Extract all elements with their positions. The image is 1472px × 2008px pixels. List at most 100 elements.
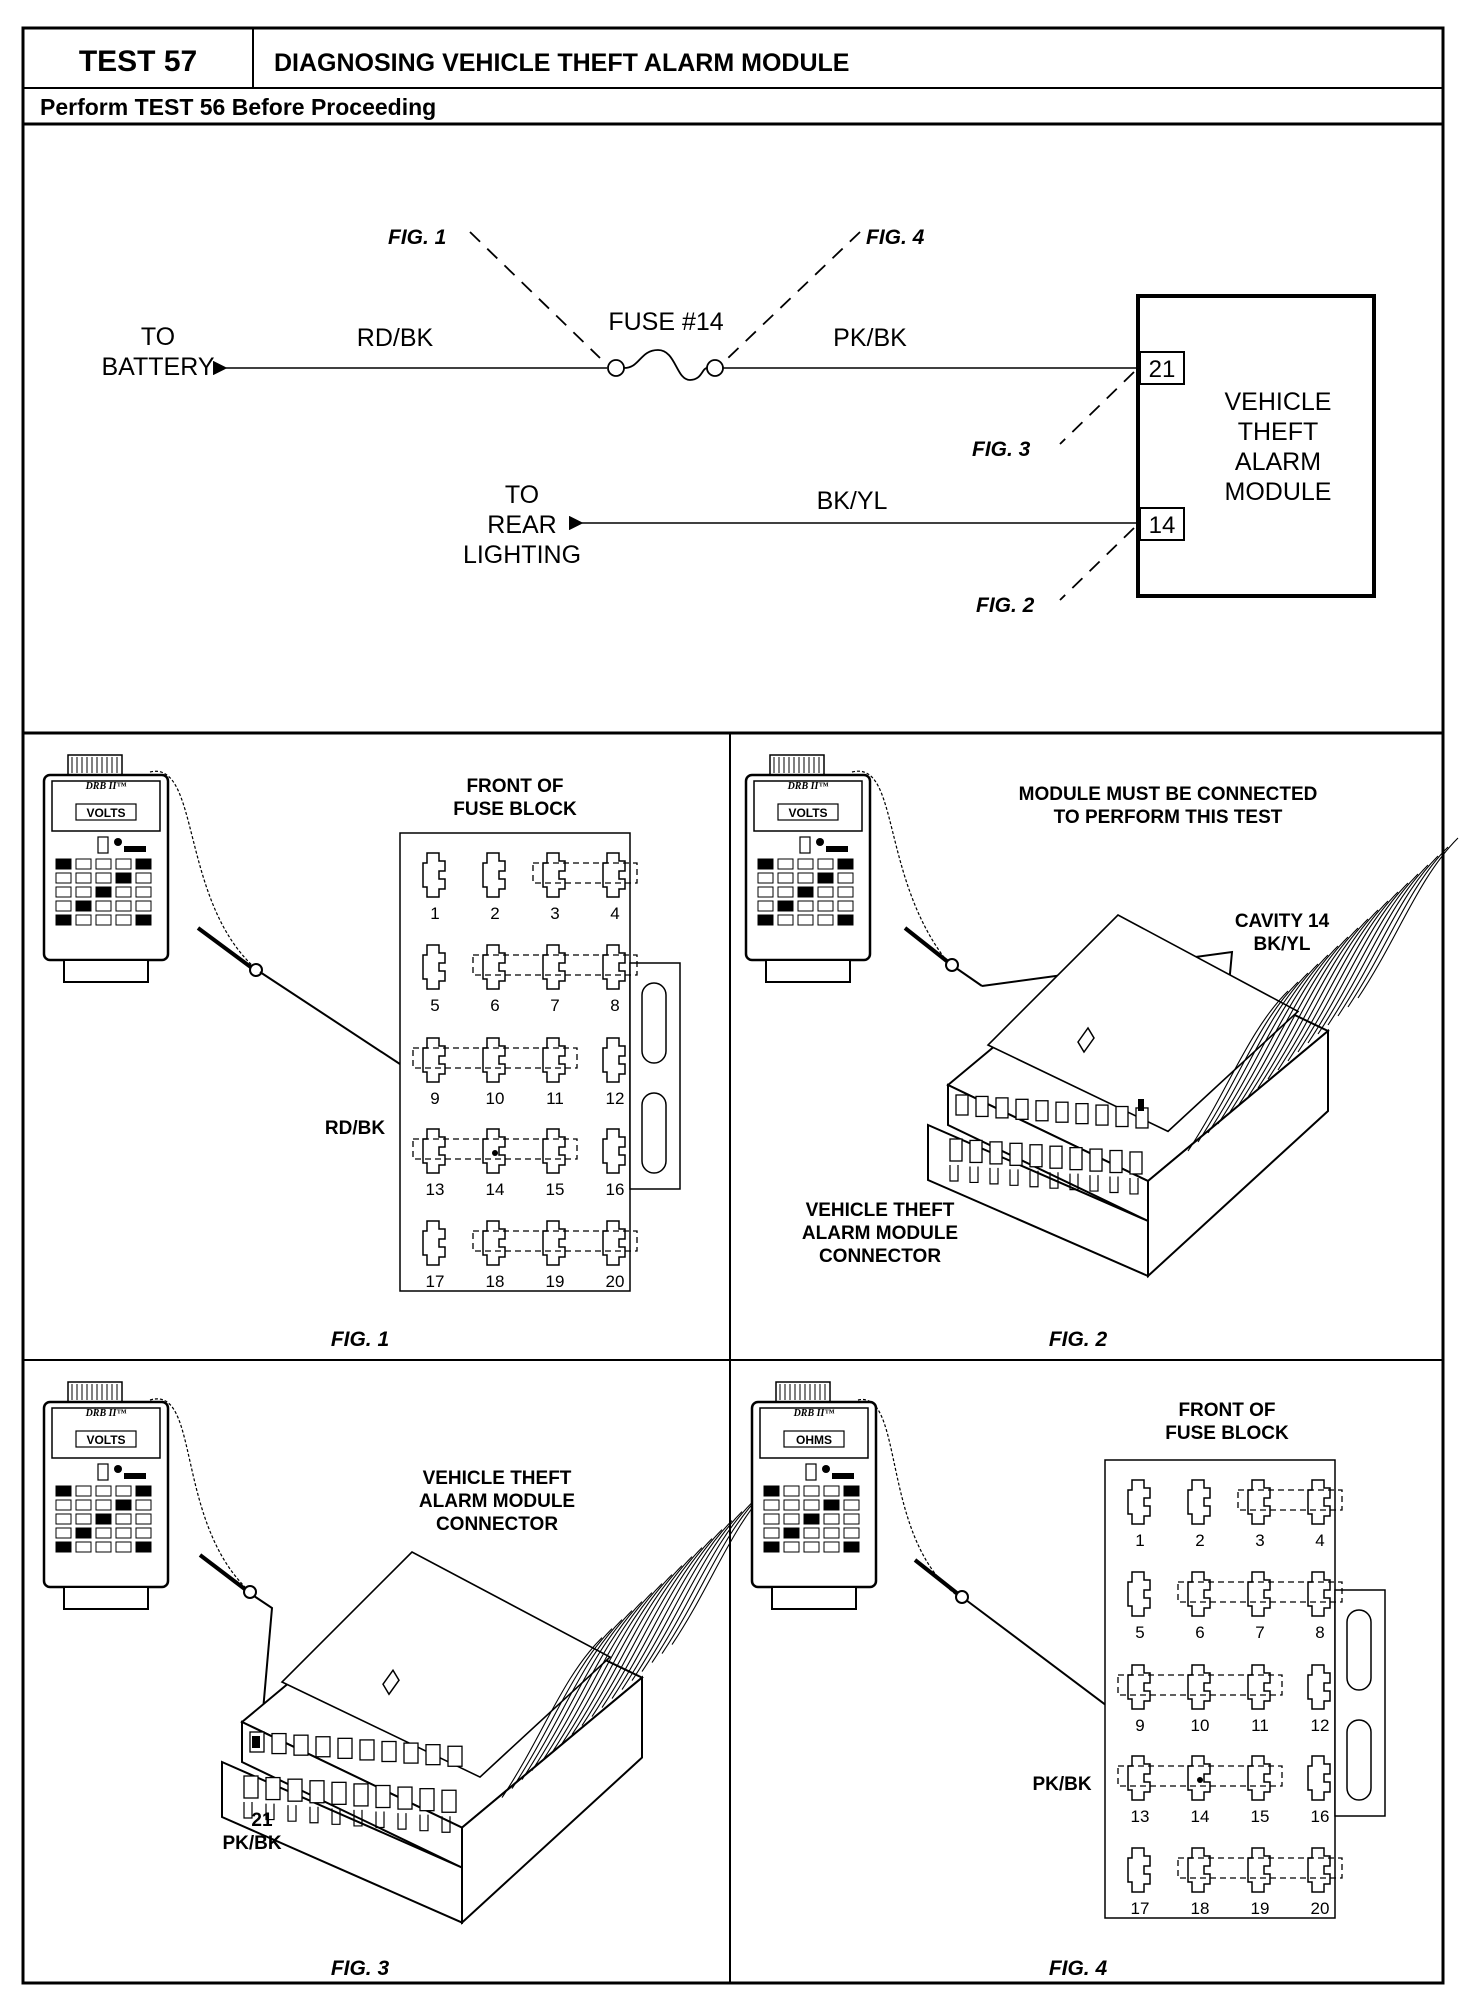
bracket-slot (1346, 1719, 1372, 1801)
connector-cavity-lower (1089, 1148, 1103, 1172)
fuse-number-10: 10 (1191, 1716, 1210, 1735)
connector-cavity-upper (995, 1097, 1009, 1119)
connector-tooth (989, 1167, 999, 1185)
connector-tooth (949, 1165, 959, 1182)
meter-display-window (783, 1430, 845, 1448)
fuse-cavity-5 (422, 944, 446, 990)
meter-key (757, 914, 774, 926)
alarm-module-connector-fig2 (927, 837, 1459, 1279)
harness-wire (1197, 981, 1299, 1143)
connector-cavity-lower (441, 1789, 457, 1813)
connector-side (461, 1675, 643, 1925)
connector-tooth (375, 1811, 385, 1829)
fuse-cavity-8 (1307, 1571, 1331, 1617)
meter-logo (826, 846, 848, 852)
bracket-slot (641, 1092, 667, 1174)
connector-cavity-lower (419, 1788, 435, 1812)
meter-cable-fig2 (851, 770, 951, 966)
meter-key (95, 1499, 112, 1511)
fuse-number-16: 16 (1311, 1807, 1330, 1826)
meter-brand-fig1: DRB II™ (85, 781, 127, 792)
fuse-number-3: 3 (1255, 1531, 1264, 1550)
fuse-cavity-6 (1187, 1571, 1211, 1617)
meter-key (823, 1513, 840, 1525)
meter-mode-fig4: OHMS (796, 1433, 832, 1447)
meter-key (837, 886, 854, 898)
meter-brand-fig2: DRB II™ (787, 781, 829, 792)
fuse-number-13: 13 (426, 1180, 445, 1199)
meter-key (75, 1541, 92, 1553)
wire-label-pk-bk: PK/BK (833, 324, 907, 352)
meter-key (837, 914, 854, 926)
connector-tooth (1049, 1172, 1059, 1189)
probe-wire-fig2 (955, 967, 983, 987)
meter-key (55, 858, 72, 870)
fuse-number-19: 19 (546, 1272, 565, 1291)
fuse-number-3: 3 (550, 904, 559, 923)
harness-wire (1237, 945, 1339, 1107)
connector-cavity-lower (331, 1781, 347, 1805)
meter-key (763, 1499, 780, 1511)
fuse-number-5: 5 (430, 996, 439, 1015)
connector-latch (382, 1668, 400, 1696)
fuse-number-7: 7 (1255, 1623, 1264, 1642)
harness-wire (1257, 927, 1359, 1089)
fuse-number-6: 6 (1195, 1623, 1204, 1642)
meter-key (783, 1485, 800, 1497)
meter-key (135, 1513, 152, 1525)
fig2-note-line1: MODULE MUST BE CONNECTED (1019, 784, 1318, 805)
meter-key (803, 1541, 820, 1553)
fig2-connector-line2: ALARM MODULE (802, 1223, 958, 1244)
meter-key (823, 1485, 840, 1497)
meter-key (115, 900, 132, 912)
fuse-cavity-2 (482, 852, 506, 898)
connector-cavity-upper (293, 1734, 309, 1756)
meter-key (843, 1499, 860, 1511)
inserted-fuse-outline (532, 862, 638, 884)
meter-key (55, 1527, 72, 1539)
connector-lock-cover (986, 914, 1300, 1133)
harness-wire (561, 1583, 663, 1744)
meter-key (817, 858, 834, 870)
meter-key (75, 1499, 92, 1511)
to-rear-lighting-line3: LIGHTING (463, 541, 581, 569)
wiring-schematic: TO BATTERY RD/BK FUSE #14 PK/BK TO REAR … (23, 226, 1443, 735)
harness-wire (1307, 882, 1409, 1044)
meter-key (777, 872, 794, 884)
meter-key (837, 900, 854, 912)
meter-key (115, 914, 132, 926)
harness-wire (631, 1520, 733, 1681)
connector-cavity-upper (337, 1737, 353, 1759)
harness-wire (1277, 909, 1379, 1071)
meter-key (115, 1485, 132, 1497)
fuse-cavity-9 (1127, 1664, 1151, 1710)
fig3-connector-line1: VEHICLE THEFT (423, 1468, 572, 1489)
prerequisite-note: Perform TEST 56 Before Proceeding (40, 94, 436, 120)
connector-cavity-upper (1035, 1100, 1049, 1122)
meter-key (803, 1513, 820, 1525)
harness-wire (541, 1601, 643, 1762)
callout-leader-fig4 (727, 231, 861, 359)
connector-cavity-lower (1049, 1145, 1063, 1169)
meter-key (823, 1499, 840, 1511)
harness-wire (591, 1556, 693, 1717)
fuse-number-6: 6 (490, 996, 499, 1015)
meter-key (95, 914, 112, 926)
meter-key (843, 1541, 860, 1553)
meter-display-window (75, 803, 137, 821)
callout-leader-fig1 (469, 231, 601, 359)
connector-side (1147, 1028, 1329, 1279)
connector-cavity-upper (1115, 1105, 1129, 1128)
inserted-fuse-outline (412, 1047, 578, 1069)
harness-wire (641, 1511, 743, 1672)
meter-indicator (97, 1463, 109, 1481)
drb-meter-fig4 (750, 1381, 878, 1610)
meter-key (95, 858, 112, 870)
meter-key (75, 914, 92, 926)
meter-key (797, 858, 814, 870)
harness-wire (511, 1628, 613, 1789)
meter-key (95, 886, 112, 898)
fig3-connector-line2: ALARM MODULE (419, 1491, 575, 1512)
